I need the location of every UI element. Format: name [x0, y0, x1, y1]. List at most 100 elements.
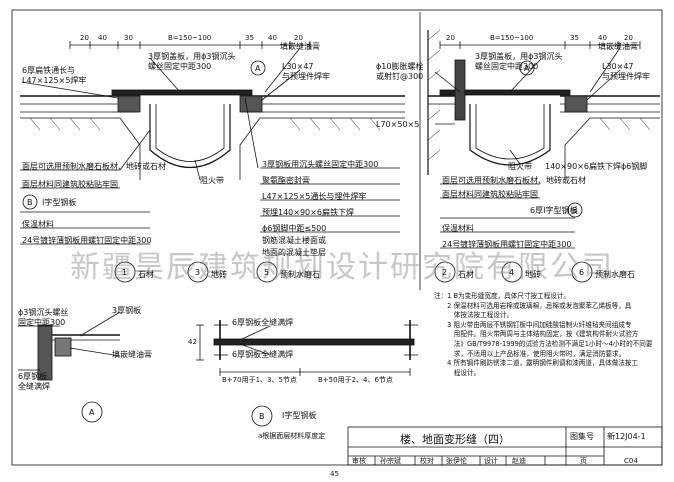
note-line: 3 阻火带由两层不锈钢钉板中间加硅酸铝制火纤维毡夹间组成专: [434, 320, 632, 329]
note-line: 2 保温材料可选用岩棉或玻璃棉，忌棉或发泡聚苯乙烯板等，具: [434, 301, 632, 310]
design-label: 设计: [484, 457, 498, 465]
r-label-fire: 阻火带: [508, 162, 532, 171]
note-line: 用配件。阻火带两周与主体结构固定，按《建筑构件耐火试验方: [434, 330, 639, 339]
circle-a-detail: A: [89, 408, 95, 417]
r-dim-20b: 20: [624, 34, 633, 42]
dim-35: 35: [245, 34, 254, 42]
b-dim-b1: B+70用于1、3、5节点: [222, 376, 297, 384]
r-label-L30: L30×47: [602, 62, 634, 71]
label-screw: 螺丝固定中距300: [148, 62, 212, 71]
variant-3-no: 3: [195, 268, 201, 277]
label-insulation: 保温材料: [22, 220, 54, 229]
label-r7: 地面的混凝土垫层: [262, 248, 326, 257]
notes-block: 注：1 B为变形缝宽度，具体尺寸按工程设计。 2 保温材料可选用岩棉或玻璃棉，忌…: [434, 292, 666, 378]
variant-3-name: 地砖: [211, 270, 227, 279]
label-filler: 填嵌缝油膏: [280, 42, 320, 51]
dim-40a: 40: [98, 34, 107, 42]
label-L30: L30×47: [282, 62, 314, 71]
variant-4-name: 地砖: [525, 270, 541, 279]
note-line: 4 所有钢件刷防锈漆二道，露明钢件刷调和漆两道，具体做法按工: [434, 359, 639, 368]
label-L47: L47×125×5焊牢: [22, 76, 87, 85]
r-label-bolt1: ϕ10膨胀螺栓: [376, 62, 424, 71]
label-flat-iron: 6厚扁铁通长与: [22, 66, 76, 75]
page-no: C04: [624, 457, 638, 465]
r-label-insul: 保温材料: [442, 224, 474, 233]
label-r2: 聚氨酯密封膏: [262, 176, 310, 185]
design-sign: 赵迪: [512, 457, 526, 465]
label-r4: 预埋140×90×6扁铁下焊: [262, 208, 354, 217]
label-face1: 面层可选用预制水磨石板材、地砖或石材: [22, 162, 166, 171]
label-cover-plate: 3厚钢盖板，用ϕ3钢沉头: [148, 52, 236, 61]
dim-30: 30: [124, 34, 133, 42]
note-line: 程设计。: [434, 368, 481, 377]
dim-20b: 20: [294, 34, 303, 42]
label-24: 24号镀锌薄钢板用螺钉固定中距300: [22, 236, 152, 245]
a-label5: 6厚钢板: [18, 372, 48, 381]
circle-b-detail: B: [259, 412, 265, 421]
dim-b: B=150~100: [168, 34, 212, 42]
label-r6: 钢筋混凝土楼面或: [262, 236, 326, 245]
circle-b-left: B: [27, 198, 33, 207]
r-label-140: 140×90×6扁铁下焊ϕ6钢脚: [545, 162, 648, 171]
note-line: 注：1 B为变形缝宽度，具体尺寸按工程设计。: [434, 292, 571, 300]
check-label: 校对: [420, 457, 434, 465]
variant-1-no: 1: [122, 268, 128, 277]
review-label: 审核: [352, 457, 366, 465]
drawing-title: 楼、地面变形缝（四）: [400, 433, 510, 446]
a-label4: 填嵌缝油膏: [112, 350, 152, 359]
r-label-L70: L70×50×5: [376, 120, 420, 129]
variant-5-name: 预制水磨石: [280, 270, 320, 279]
a-label1: ϕ3钢沉头螺丝: [18, 308, 69, 317]
a-label3: 3厚钢板: [112, 306, 142, 315]
r-label-face2: 面层材料同建筑胶粘贴牢固: [442, 190, 538, 199]
label-face2: 面层材料同建筑胶粘贴牢固: [22, 180, 118, 189]
variant-5-no: 5: [264, 268, 270, 277]
watermark: 新疆昊辰建筑规划设计研究院有限公司: [70, 250, 614, 285]
label-fire-barrier: 阻火带: [200, 176, 224, 185]
r-dim-40: 40: [598, 34, 607, 42]
r-label-filler: 填嵌缝油膏: [598, 42, 638, 51]
circle-a-left: A: [255, 64, 261, 73]
b-caption: Ⅰ字型钢板: [282, 411, 317, 420]
r-label-24: 24号镀锌薄钢板用螺钉固定中距300: [442, 240, 572, 249]
r-label-cover: 3厚钢盖板，用ϕ3钢沉头: [475, 52, 563, 61]
a-label2: 固定中距300: [18, 318, 66, 327]
r-label-face1: 面层可选用预制水磨石板材、地砖或石材: [442, 176, 586, 185]
label-b-plate: Ⅰ字型钢板: [42, 198, 77, 207]
label-r3: L47×125×5通长与埋件焊牢: [262, 192, 367, 201]
r-label-bolt2: 或射钉@300: [376, 72, 424, 81]
page-number: 45: [330, 470, 339, 478]
circle-b-right: B: [572, 206, 578, 215]
dim-20a: 20: [80, 34, 89, 42]
check-sign: 张伊伦: [446, 457, 467, 465]
variant-2-no: 2: [442, 268, 448, 277]
label-weld: 与预埋件焊牢: [282, 72, 330, 81]
variant-4-no: 4: [509, 268, 515, 277]
b-label1: 6厚钢板全缝满焊: [232, 318, 294, 327]
sheet-frame: [11, 9, 663, 466]
dim-40b: 40: [268, 34, 277, 42]
r-dim-20a: 20: [446, 34, 455, 42]
r-dim-b: B=150~100: [490, 34, 534, 42]
variant-6-no: 6: [579, 268, 585, 277]
circle-a-right: A: [524, 64, 530, 73]
b-dim-42: 42: [188, 338, 197, 346]
review-sign: 孙宗斌: [380, 457, 401, 465]
note-line: 求，不适用以上产品标准，使用阻火带时，满足消防要求。: [434, 349, 626, 358]
note-line: 体按法按工程设计。: [434, 311, 514, 320]
b-sub: a根据面层材料厚度定: [258, 432, 326, 440]
r-label-weld: 与预埋件焊牢: [602, 72, 650, 81]
r-dim-35: 35: [570, 34, 579, 42]
variant-2-name: 石材: [458, 270, 474, 279]
label-r5: ϕ6钢脚中距≤500: [262, 224, 327, 233]
r-label-screw: 螺丝固定中距300: [475, 62, 539, 71]
variant-6-name: 预制水磨石: [595, 270, 635, 279]
atlas-label: 图集号: [570, 432, 594, 441]
variant-1-name: 石材: [138, 270, 154, 279]
label-r1: 3厚钢板用沉头螺丝固定中距300: [262, 160, 379, 169]
atlas-no: 新12J04-1: [607, 432, 646, 441]
page-label: 页: [580, 457, 587, 465]
r-label-6mm: 6厚Ⅰ字型钢板: [530, 206, 578, 215]
